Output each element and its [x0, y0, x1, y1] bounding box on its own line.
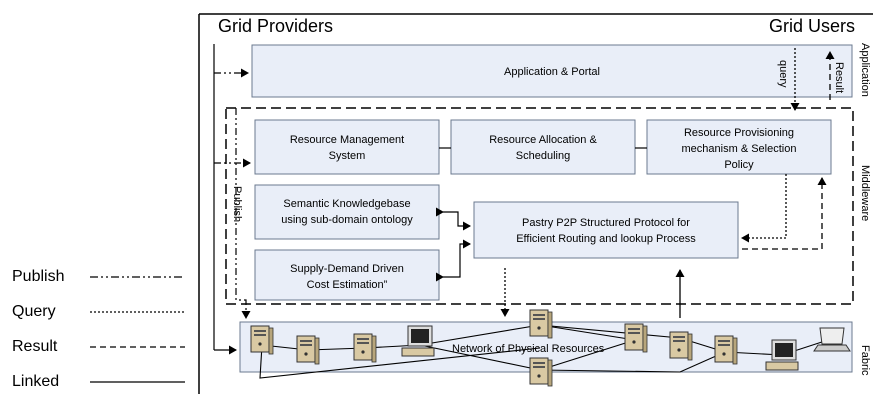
rms-label-line2: System — [329, 150, 366, 162]
layer-middleware-label: Middleware — [859, 165, 871, 221]
layer-application-label: Application — [859, 43, 871, 97]
query-flow-label: query — [777, 60, 789, 88]
query-provisioning-to-pastry — [741, 174, 787, 243]
server-icon — [529, 309, 553, 339]
provisioning-label-line2: mechanism & Selection — [682, 143, 797, 155]
network-label: Network of Physical Resources — [452, 343, 605, 355]
allocation-box — [450, 119, 636, 175]
allocation-label-line2: Scheduling — [516, 150, 570, 162]
application-portal-box — [251, 44, 853, 98]
legend: Publish Query Result Linked — [12, 268, 185, 390]
pastry-box — [473, 201, 739, 259]
publish-middleware-to-fabric — [235, 108, 251, 319]
legend-query-label: Query — [12, 303, 56, 320]
semantic-kb-label-line2: using sub-domain ontology — [281, 214, 413, 226]
semantic-kb-box — [254, 184, 440, 240]
server-icon — [353, 333, 377, 363]
pastry-label-line1: Pastry P2P Structured Protocol for — [522, 217, 690, 229]
provisioning-label-line3: Policy — [724, 159, 754, 171]
grid-providers-label: Grid Providers — [218, 16, 333, 36]
pastry-label-line2: Efficient Routing and lookup Process — [516, 233, 696, 245]
legend-publish-label: Publish — [12, 268, 64, 285]
link-semantic-pastry — [436, 207, 471, 231]
publish-flow-label: Publish — [231, 186, 243, 222]
application-portal-label: Application & Portal — [504, 66, 600, 78]
link-supply-pastry — [436, 239, 471, 282]
layer-fabric-label: Fabric — [859, 345, 871, 376]
supply-demand-box — [254, 249, 440, 301]
supply-demand-label-line2: Cost Estimation” — [307, 279, 388, 291]
server-icon — [669, 331, 693, 361]
server-icon — [714, 335, 738, 365]
server-icon — [250, 325, 274, 355]
server-icon — [624, 323, 648, 353]
allocation-label-line1: Resource Allocation & — [489, 134, 597, 146]
supply-demand-label-line1: Supply-Demand Driven — [290, 263, 404, 275]
rms-box — [254, 119, 440, 175]
provisioning-label-line1: Resource Provisioning — [684, 127, 794, 139]
server-icon — [296, 335, 320, 365]
grid-users-label: Grid Users — [769, 16, 855, 36]
result-pastry-to-provisioning — [742, 177, 827, 250]
legend-linked-label: Linked — [12, 373, 59, 390]
result-flow-label: Result — [833, 62, 845, 93]
semantic-kb-label-line1: Semantic Knowledgebase — [283, 198, 410, 210]
provisioning-box — [646, 119, 832, 175]
rms-label-line1: Resource Management — [290, 134, 404, 146]
middleware-region — [225, 107, 854, 305]
server-icon — [529, 357, 553, 387]
legend-result-label: Result — [12, 338, 58, 355]
